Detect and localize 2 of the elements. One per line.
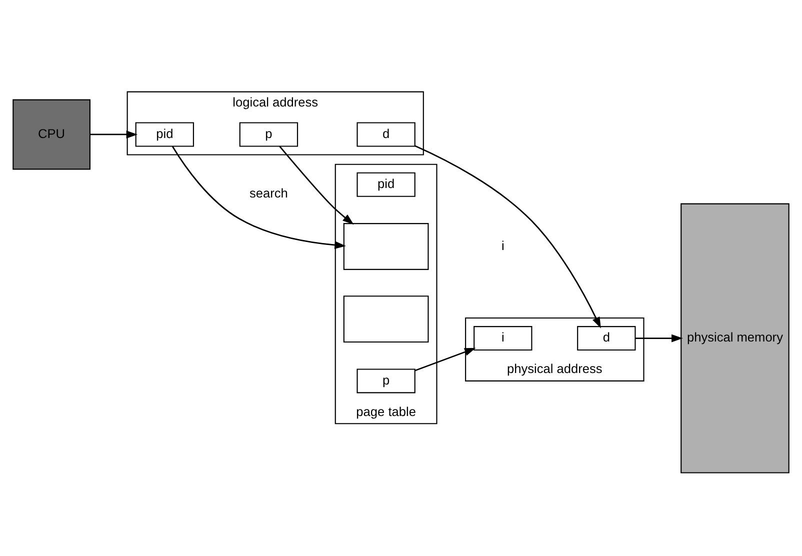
label: search	[249, 186, 288, 201]
label: i	[501, 238, 504, 253]
